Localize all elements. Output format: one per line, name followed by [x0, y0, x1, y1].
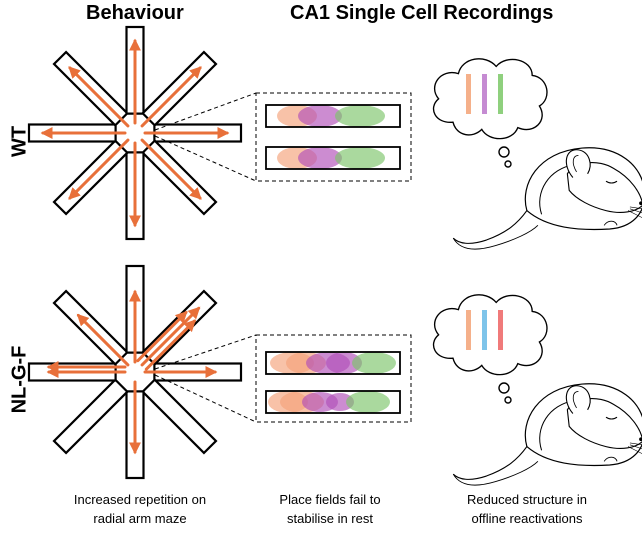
behaviour-header: Behaviour	[86, 2, 184, 24]
wt-reactivation-bar	[466, 74, 471, 114]
nlgf-thought-bubble	[504, 396, 512, 404]
wt-thought-bubble	[504, 160, 512, 168]
wt-thought-bubble	[498, 146, 510, 158]
wt-path-arrow	[140, 138, 202, 200]
behaviour-caption: Increased repetition on radial arm maze	[50, 490, 230, 528]
recordings-caption-line1: Place fields fail to	[279, 492, 381, 507]
wt-zoom-box	[255, 92, 412, 182]
nlgf-radial-maze	[27, 264, 243, 480]
wt-reactivation-bar	[498, 74, 503, 114]
wt-recording-panel	[154, 92, 412, 182]
nlgf-thought-cloud-icon	[432, 294, 548, 376]
wt-path-arrow	[68, 138, 130, 200]
nlgf-place-field	[346, 391, 390, 413]
wt-zoom-line	[154, 135, 257, 182]
reactivations-caption: Reduced structure in offline reactivatio…	[442, 490, 612, 528]
wt-reactivation-thought	[432, 58, 642, 250]
nlgf-reactivation-bar	[498, 310, 503, 350]
nlgf-reactivation-bar	[466, 310, 471, 350]
reactivations-caption-line2: offline reactivations	[471, 511, 583, 526]
behaviour-caption-line1: Increased repetition on	[73, 492, 207, 507]
wt-place-field	[298, 105, 342, 127]
nlgf-place-field	[352, 352, 396, 374]
nlgf-zoom-line	[154, 334, 257, 370]
nlgf-linear-track	[265, 351, 401, 375]
wt-path-arrow	[68, 66, 130, 128]
wt-linear-track	[265, 104, 401, 128]
wt-place-field	[298, 147, 342, 169]
recordings-caption: Place fields fail to stabilise in rest	[250, 490, 410, 528]
wt-reactivation-bar	[482, 74, 487, 114]
behaviour-caption-line2: radial arm maze	[93, 511, 187, 526]
nlgf-maze-arm	[52, 377, 130, 455]
nlgf-linear-track	[265, 390, 401, 414]
wt-linear-track	[265, 146, 401, 170]
nlgf-sleeping-mouse-icon	[452, 383, 642, 486]
nlgf-place-field	[326, 352, 362, 374]
nlgf-path-arrow	[144, 319, 197, 371]
wt-radial-maze	[27, 25, 243, 241]
nlgf-place-field	[326, 393, 354, 411]
nlgf-zoom-line	[154, 374, 257, 423]
nlgf-path-arrow	[140, 306, 201, 367]
nlgf-reactivation-bar	[482, 310, 487, 350]
nlgf-reactivation-thought	[432, 294, 642, 486]
wt-path-arrow	[140, 66, 202, 128]
wt-sleeping-mouse-icon	[452, 147, 642, 250]
ca1-recordings-header: CA1 Single Cell Recordings	[290, 2, 554, 24]
recordings-caption-line2: stabilise in rest	[287, 511, 373, 526]
wt-place-field	[335, 147, 385, 169]
wt-place-field	[335, 105, 385, 127]
reactivations-caption-line1: Reduced structure in	[467, 492, 587, 507]
nlgf-maze-arm	[140, 377, 218, 455]
nlgf-recording-panel	[154, 334, 412, 423]
wt-zoom-line	[154, 92, 257, 131]
nlgf-thought-bubble	[498, 382, 510, 394]
nlgf-path-arrow	[76, 313, 130, 367]
wt-thought-cloud-icon	[432, 58, 548, 140]
nlgf-path-arrow	[136, 310, 188, 363]
